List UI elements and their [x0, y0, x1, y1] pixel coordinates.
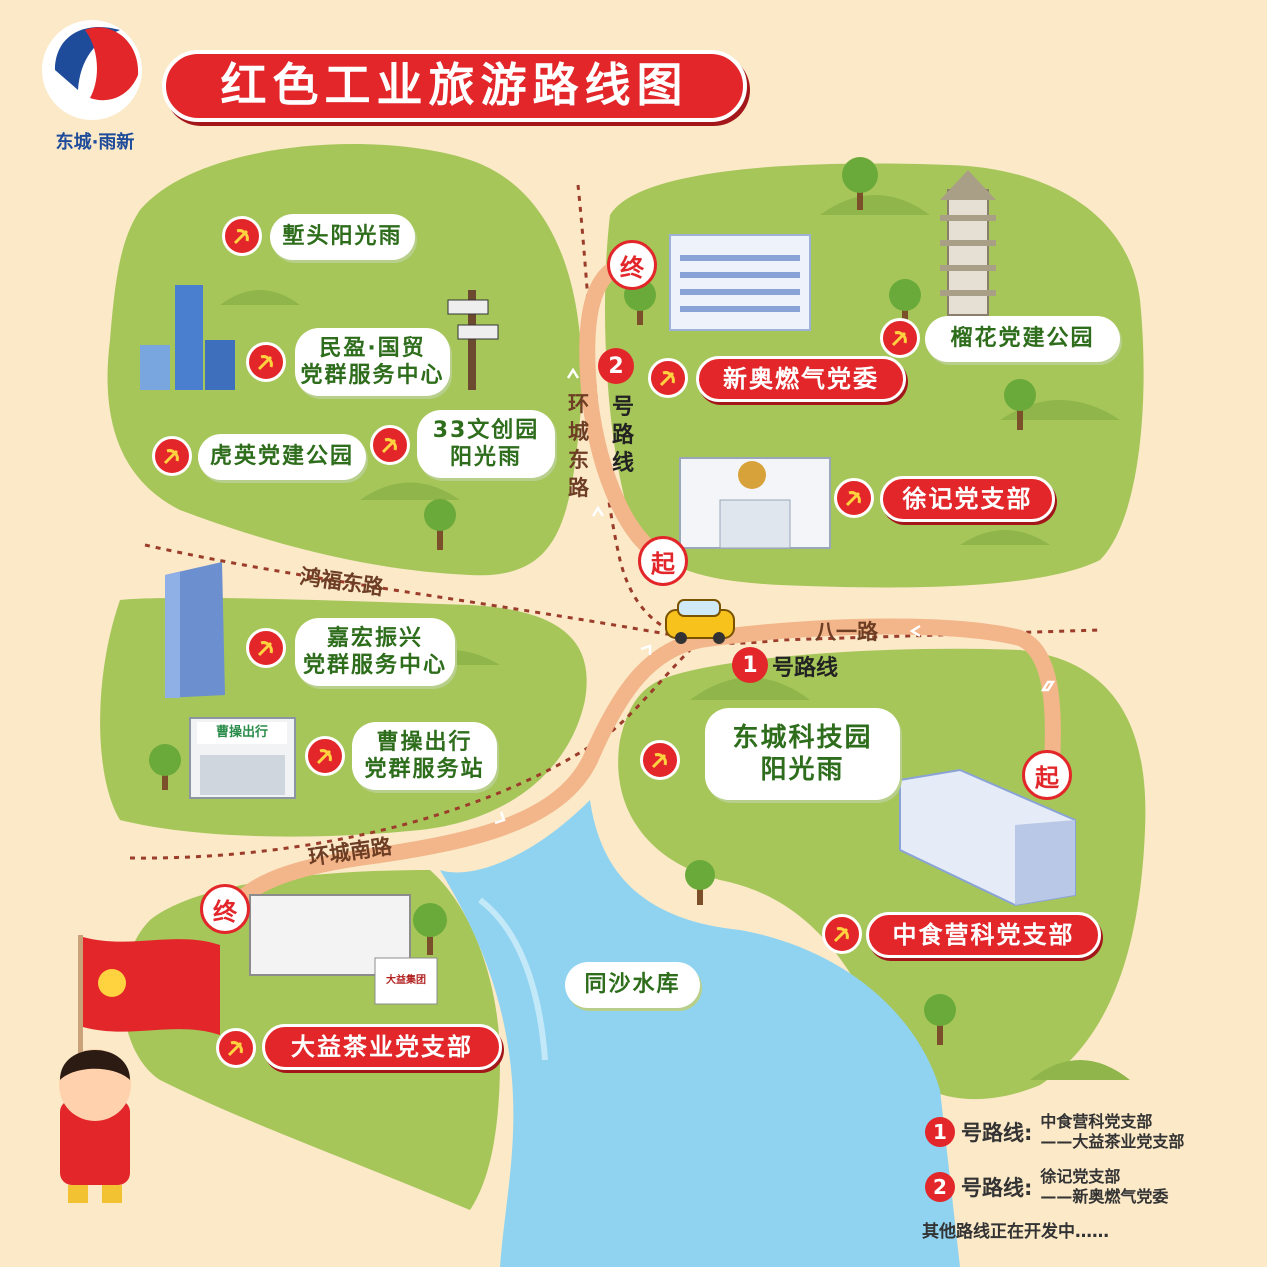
party-emblem-icon [222, 216, 262, 256]
route-2-start-marker[interactable]: 起 [638, 536, 688, 586]
page-title: 红色工业旅游路线图 [162, 50, 747, 122]
place-jiahong[interactable]: 嘉宏振兴 党群服务中心 [295, 618, 455, 686]
place-wenchuang[interactable]: 33文创园 阳光雨 [417, 410, 555, 478]
legend-route-1-stops: 中食营科党支部 ——大益茶业党支部 [1040, 1112, 1184, 1152]
road-huancheng-dong: 环城东路 [568, 392, 589, 500]
place-keji-line2: 阳光雨 [760, 755, 845, 785]
place-huying[interactable]: 虎英党建公园 [198, 434, 366, 480]
building-signpost [447, 290, 499, 390]
place-wenchuang-line1: 33文创园 [432, 417, 540, 443]
route-2-end-marker[interactable]: 终 [607, 240, 657, 290]
place-liuhua[interactable]: 榴花党建公园 [925, 316, 1120, 362]
party-emblem-icon [880, 318, 920, 358]
red-flag [78, 935, 220, 1105]
party-emblem-icon [640, 740, 680, 780]
place-reservoir[interactable]: 同沙水库 [565, 962, 700, 1008]
place-zantou[interactable]: 塹头阳光雨 [270, 214, 415, 260]
party-emblem-icon [305, 736, 345, 776]
legend-route-1-to: ——大益茶业党支部 [1040, 1132, 1185, 1151]
place-dayi[interactable]: 大益茶业党支部 [262, 1024, 502, 1070]
route-2-line [579, 254, 668, 563]
legend-route-2-from: 徐记党支部 [1040, 1167, 1121, 1186]
party-emblem-icon [152, 436, 192, 476]
place-zhongshi[interactable]: 中食营科党支部 [866, 912, 1101, 958]
legend-route-1-label: 号路线: [961, 1121, 1033, 1145]
route-arrows [494, 367, 1056, 825]
building-jiahong [165, 562, 225, 698]
legend-route-2-label: 号路线: [961, 1176, 1033, 1200]
road-bayi: 八一路 [815, 620, 878, 644]
legend-route-2: 2 号路线: 徐记党支部 ——新奥燃气党委 [925, 1167, 1168, 1207]
legend-route-1: 1 号路线: 中食营科党支部 ——大益茶业党支部 [925, 1112, 1184, 1152]
place-minying-line1: 民盈·国贸 [319, 335, 426, 361]
place-keji-line1: 东城科技园 [732, 722, 873, 753]
legend-footer: 其他路线正在开发中…… [922, 1222, 1109, 1242]
party-emblem-icon [648, 358, 688, 398]
building-xinao [669, 234, 811, 331]
party-emblem-icon [834, 478, 874, 518]
caocao-sign: 曹操出行 [197, 722, 287, 744]
route-1-end-marker[interactable]: 终 [200, 884, 250, 934]
party-emblem-icon [246, 342, 286, 382]
dayi-sign: 大益集团 [386, 974, 426, 986]
place-minying-line2: 党群服务中心 [300, 363, 445, 388]
route-1-line [232, 618, 1061, 908]
river [440, 800, 960, 1267]
logo-text: 东城·雨新 [55, 131, 135, 153]
place-xinao[interactable]: 新奥燃气党委 [696, 356, 906, 402]
place-caocao[interactable]: 曹操出行 党群服务站 [352, 722, 497, 790]
party-emblem-icon [246, 628, 286, 668]
route-1-badge: 1 [732, 647, 768, 683]
route-1-label: 号路线 [772, 656, 839, 681]
legend-route-2-to: ——新奥燃气党委 [1040, 1187, 1169, 1206]
hills [220, 195, 1130, 1080]
legend-route-1-num: 1 [925, 1117, 955, 1147]
logo-mark [42, 20, 142, 120]
building-keji [899, 768, 1076, 907]
building-minying [140, 285, 235, 390]
place-jiahong-line2: 党群服务中心 [302, 653, 447, 678]
legend-route-2-stops: 徐记党支部 ——新奥燃气党委 [1040, 1167, 1168, 1207]
place-caocao-line2: 党群服务站 [364, 757, 485, 782]
place-xuji[interactable]: 徐记党支部 [880, 476, 1055, 522]
place-minying[interactable]: 民盈·国贸 党群服务中心 [295, 328, 450, 396]
trees [149, 157, 1036, 1045]
party-emblem-icon [216, 1028, 256, 1068]
building-xuji [679, 457, 831, 549]
legend-route-1-from: 中食营科党支部 [1040, 1112, 1153, 1131]
building-dayi [249, 894, 438, 1005]
party-emblem-icon [370, 425, 410, 465]
route-2-label: 号路线 [612, 395, 635, 476]
route-1-start-marker[interactable]: 起 [1022, 750, 1072, 800]
building-pagoda [940, 170, 996, 316]
mascot [59, 1049, 131, 1203]
party-emblem-icon [822, 914, 862, 954]
place-caocao-line1: 曹操出行 [376, 729, 473, 755]
place-jiahong-line1: 嘉宏振兴 [326, 625, 423, 651]
river-highlight [478, 897, 548, 1061]
route-2-badge: 2 [598, 348, 634, 384]
taxi [665, 599, 735, 644]
place-keji[interactable]: 东城科技园 阳光雨 [705, 708, 900, 800]
place-wenchuang-line2: 阳光雨 [449, 445, 522, 470]
legend-route-2-num: 2 [925, 1172, 955, 1202]
